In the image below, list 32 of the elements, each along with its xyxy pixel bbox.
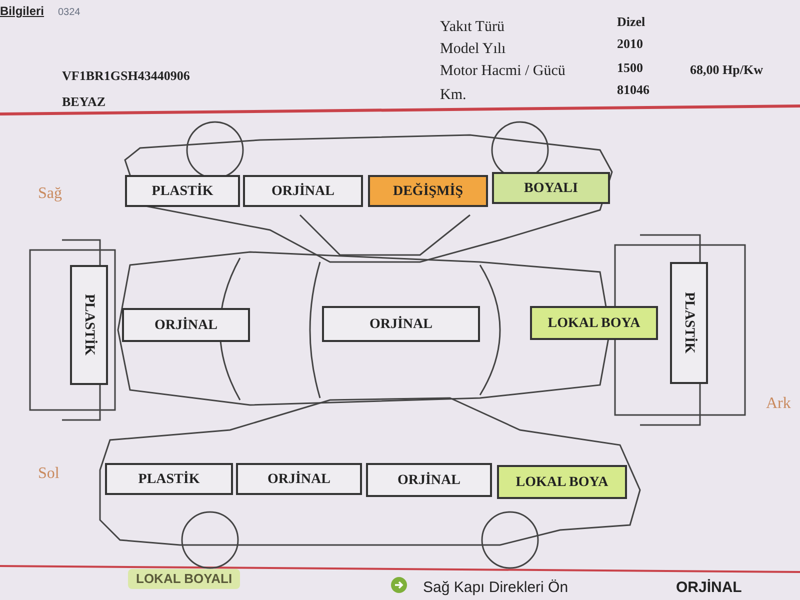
label-text: 1500	[617, 59, 643, 77]
label-text: Km.	[440, 86, 466, 105]
label-text: Sağ Kapı Direkleri Ön	[423, 578, 568, 598]
status-box: LOKAL BOYA	[530, 306, 658, 340]
label-text: Model Yılı	[440, 40, 506, 59]
label-text: 0324	[58, 6, 80, 20]
status-box: PLASTİK	[70, 265, 108, 385]
label-text: 68,00 Hp/Kw	[690, 61, 763, 79]
label-text: Bilgileri	[0, 3, 44, 20]
status-box: PLASTİK	[125, 175, 240, 207]
label-text: VF1BR1GSH43440906	[62, 67, 190, 85]
label-text: LOKAL BOYALI	[128, 569, 240, 588]
label-text: Ark	[766, 394, 791, 414]
status-box: ORJİNAL	[322, 306, 480, 342]
label-text: BEYAZ	[62, 93, 106, 111]
label-text: 2010	[617, 35, 643, 53]
status-box: ORJİNAL	[122, 308, 250, 342]
status-box: ORJİNAL	[366, 463, 492, 497]
label-text: Sol	[38, 464, 60, 484]
status-box: PLASTİK	[105, 463, 233, 495]
status-box: BOYALI	[492, 172, 610, 204]
label-text: Sağ	[38, 184, 62, 204]
status-box: LOKAL BOYA	[497, 465, 627, 499]
status-box: ORJİNAL	[236, 463, 362, 495]
label-text: Dizel	[617, 13, 646, 31]
label-text: 81046	[617, 81, 650, 99]
status-box: DEĞİŞMİŞ	[368, 175, 488, 207]
status-box: ORJİNAL	[243, 175, 363, 207]
status-box: PLASTİK	[670, 262, 708, 384]
label-text: Motor Hacmi / Gücü	[440, 62, 566, 81]
label-text: Yakıt Türü	[440, 18, 504, 37]
label-text: ORJİNAL	[676, 578, 742, 598]
